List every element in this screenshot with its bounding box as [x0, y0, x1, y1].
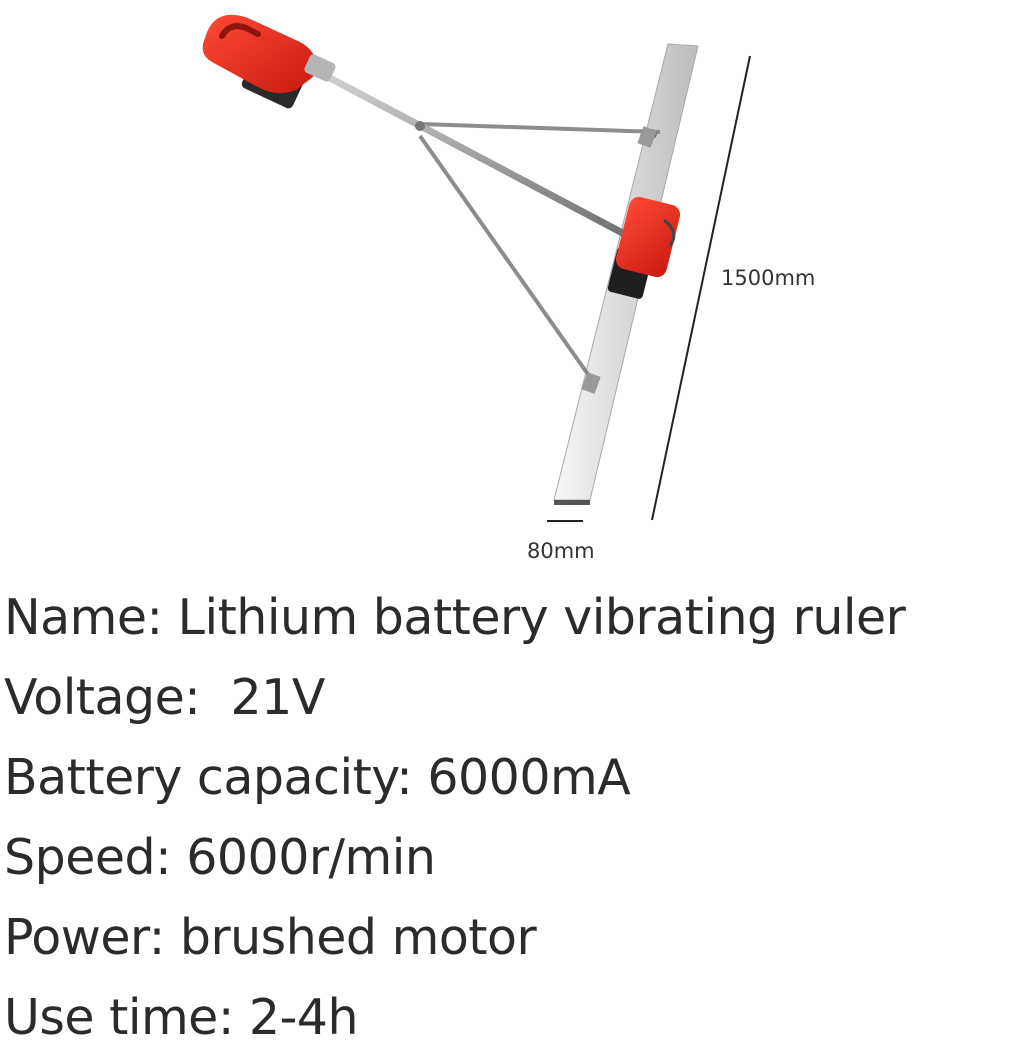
- spec-use-time: Use time: 2-4h: [0, 978, 1014, 1058]
- spec-name: Name: Lithium battery vibrating ruler: [0, 578, 1014, 658]
- spec-value: Lithium battery vibrating ruler: [162, 589, 906, 646]
- spec-value: 6000mA: [412, 749, 631, 806]
- spec-label: Name:: [4, 589, 163, 646]
- spec-label: Battery capacity:: [4, 749, 413, 806]
- spec-battery-capacity: Battery capacity: 6000mA: [0, 738, 1014, 818]
- spec-value: 6000r/min: [171, 829, 436, 886]
- width-dimension-label: 80mm: [527, 539, 595, 563]
- length-dimension-line: [651, 55, 751, 521]
- spec-label: Use time:: [4, 989, 234, 1046]
- spec-speed: Speed: 6000r/min: [0, 818, 1014, 898]
- vibrating-ruler-drawing: [202, 14, 751, 522]
- product-illustration: 1500mm 80mm: [202, 14, 816, 563]
- spec-label: Speed:: [4, 829, 172, 886]
- vibration-motor: [607, 196, 681, 299]
- spec-label: Power:: [4, 909, 165, 966]
- length-dimension-label: 1500mm: [721, 266, 816, 290]
- spec-list: Name: Lithium battery vibrating ruler Vo…: [0, 578, 1014, 1058]
- drive-unit: [202, 14, 336, 109]
- spec-label: Voltage:: [4, 669, 201, 726]
- spec-value: 2-4h: [233, 989, 359, 1046]
- spec-voltage: Voltage: 21V: [0, 658, 1014, 738]
- spec-power: Power: brushed motor: [0, 898, 1014, 978]
- support-rods: [328, 74, 661, 394]
- spec-value: 21V: [200, 669, 325, 726]
- spec-value: brushed motor: [164, 909, 537, 966]
